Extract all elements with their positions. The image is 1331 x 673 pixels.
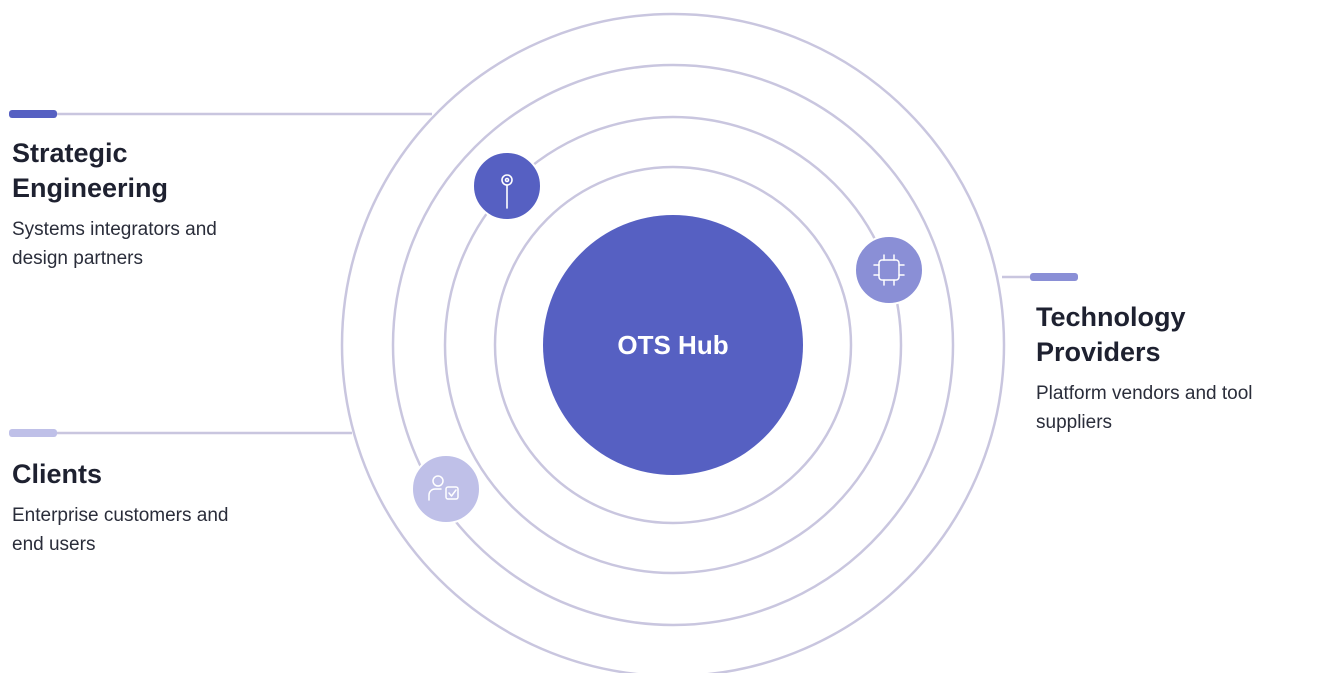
technology-providers-description: Platform vendors and tool suppliers	[1036, 379, 1331, 437]
clients-desc-line-1: Enterprise customers and	[12, 505, 229, 526]
technology-node	[854, 235, 924, 305]
orbit-ring-2	[443, 115, 903, 575]
technology-desc-line-1: Platform vendors and tool	[1036, 383, 1253, 404]
technology-providers-block: Technology Providers Platform vendors an…	[1036, 300, 1331, 437]
technology-title-line-1: Technology	[1036, 302, 1186, 332]
technology-accent-bar	[1030, 273, 1078, 281]
clients-description: Enterprise customers and end users	[12, 501, 312, 559]
clients-accent-bar	[9, 429, 57, 437]
clients-block: Clients Enterprise customers and end use…	[12, 457, 312, 559]
user-check-icon	[428, 475, 459, 501]
clients-title: Clients	[12, 459, 103, 489]
hub-circle	[543, 215, 803, 475]
strategic-desc-line-2: design partners	[12, 248, 143, 269]
strategic-desc-line-1: Systems integrators and	[12, 219, 217, 240]
technology-desc-line-2: suppliers	[1036, 412, 1113, 433]
strategic-title-line-1: Strategic	[12, 138, 128, 168]
technology-providers-title: Technology Providers	[1036, 300, 1331, 370]
strategic-accent-bar	[9, 110, 57, 118]
strategic-engineering-title: Strategic Engineering	[12, 136, 312, 206]
technology-title-line-2: Providers	[1036, 337, 1161, 367]
strategic-title-line-2: Engineering	[12, 173, 169, 203]
chip-icon	[873, 254, 905, 286]
strategic-engineering-block: Strategic Engineering Systems integrator…	[12, 136, 312, 273]
orbit-ring-outer	[340, 12, 1006, 673]
orbit-ring-3	[391, 63, 955, 627]
clients-node	[411, 454, 481, 524]
antenna-icon	[501, 174, 513, 209]
clients-desc-line-2: end users	[12, 534, 96, 555]
hub-label: OTS Hub	[617, 330, 728, 360]
strategic-node	[472, 151, 542, 221]
strategic-engineering-description: Systems integrators and design partners	[12, 215, 312, 273]
orbit-ring-inner	[493, 165, 853, 525]
